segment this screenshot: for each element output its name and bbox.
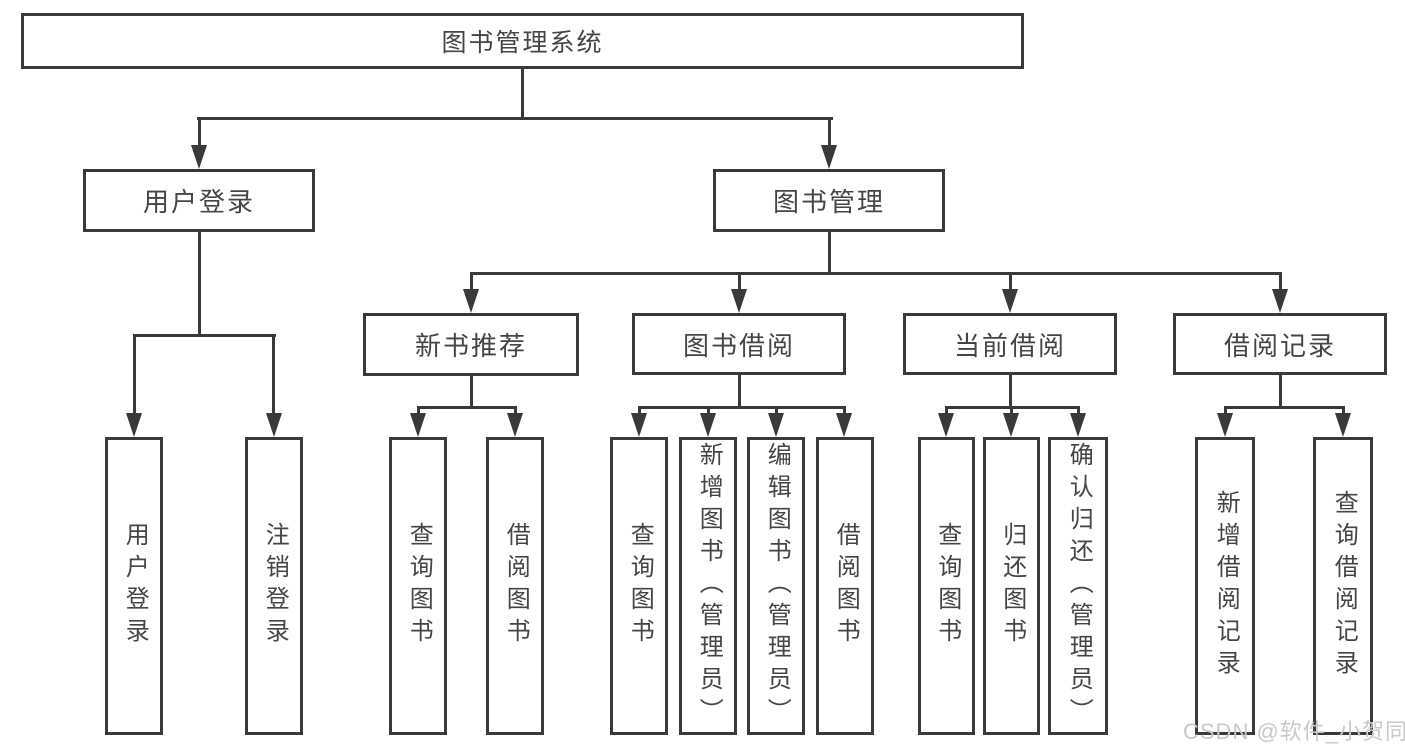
arrow-down-icon bbox=[1217, 413, 1233, 437]
leaf-recommend-borrow-books: 借阅图书 bbox=[486, 437, 544, 735]
connector-borrowing-stem bbox=[738, 375, 741, 409]
node-user-login: 用户登录 bbox=[83, 169, 315, 232]
connector-level2-hbar bbox=[197, 117, 833, 120]
node-book-borrowing: 图书借阅 bbox=[632, 313, 846, 375]
connector-line bbox=[1279, 272, 1282, 292]
arrow-down-icon bbox=[1003, 413, 1019, 437]
connector-line bbox=[707, 406, 710, 418]
connector-line bbox=[133, 334, 136, 416]
arrow-down-icon bbox=[266, 413, 282, 437]
arrow-down-icon bbox=[938, 413, 954, 437]
connector-line bbox=[514, 406, 517, 418]
connector-line bbox=[1077, 406, 1080, 418]
leaf-return-books: 归还图书 bbox=[983, 437, 1040, 735]
node-borrow-records: 借阅记录 bbox=[1173, 313, 1387, 375]
connector-user-login-hbar bbox=[133, 334, 276, 337]
connector-line bbox=[638, 406, 641, 418]
leaf-borrowing-borrow-books-label: 借阅图书 bbox=[832, 522, 860, 650]
node-book-borrowing-label: 图书借阅 bbox=[682, 330, 795, 361]
leaf-query-borrow-record: 查询借阅记录 bbox=[1313, 437, 1373, 735]
leaf-add-books-admin-label: 新增图书（管理员） bbox=[695, 442, 723, 730]
arrow-down-icon bbox=[700, 413, 716, 437]
arrow-down-icon bbox=[821, 145, 837, 169]
connector-line bbox=[1009, 272, 1012, 292]
leaf-query-borrow-record-label: 查询借阅记录 bbox=[1330, 490, 1358, 682]
node-new-book-recommendation: 新书推荐 bbox=[363, 313, 579, 376]
leaf-logout: 注销登录 bbox=[245, 437, 303, 735]
leaf-confirm-return-admin-label: 确认归还（管理员） bbox=[1065, 442, 1093, 730]
leaf-edit-books-admin-label: 编辑图书（管理员） bbox=[763, 442, 791, 730]
connector-line bbox=[1342, 406, 1345, 418]
node-user-login-label: 用户登录 bbox=[142, 187, 255, 217]
leaf-logout-label: 注销登录 bbox=[261, 522, 289, 650]
leaf-current-query-books: 查询图书 bbox=[918, 437, 975, 735]
arrow-down-icon bbox=[1002, 289, 1018, 313]
arrow-down-icon bbox=[768, 413, 784, 437]
arrow-down-icon bbox=[126, 413, 142, 437]
node-root-label: 图书管理系统 bbox=[441, 29, 604, 57]
node-borrow-records-label: 借阅记录 bbox=[1223, 330, 1336, 361]
leaf-borrowing-query-books-label: 查询图书 bbox=[626, 522, 654, 650]
leaf-user-login-label: 用户登录 bbox=[121, 522, 149, 650]
connector-line bbox=[1010, 406, 1013, 418]
leaf-return-books-label: 归还图书 bbox=[998, 522, 1026, 650]
node-root: 图书管理系统 bbox=[21, 13, 1024, 69]
connector-line bbox=[1224, 406, 1227, 418]
leaf-current-query-books-label: 查询图书 bbox=[933, 522, 961, 650]
connector-line bbox=[945, 406, 948, 418]
arrow-down-icon bbox=[1070, 413, 1086, 437]
arrow-down-icon bbox=[191, 145, 207, 169]
leaf-recommend-borrow-books-label: 借阅图书 bbox=[502, 522, 530, 650]
leaf-confirm-return-admin: 确认归还（管理员） bbox=[1048, 437, 1108, 735]
connector-line bbox=[738, 272, 741, 292]
connector-recommendation-hbar bbox=[417, 406, 517, 409]
arrow-down-icon bbox=[731, 289, 747, 313]
arrow-down-icon bbox=[1335, 413, 1351, 437]
leaf-add-borrow-record: 新增借阅记录 bbox=[1195, 437, 1255, 735]
connector-borrowing-hbar bbox=[638, 406, 846, 409]
connector-level3-hbar bbox=[470, 272, 1282, 275]
connector-line bbox=[272, 334, 275, 416]
leaf-recommend-query-books-label: 查询图书 bbox=[405, 522, 433, 650]
arrow-down-icon bbox=[836, 413, 852, 437]
leaf-user-login: 用户登录 bbox=[105, 437, 163, 735]
leaf-edit-books-admin: 编辑图书（管理员） bbox=[747, 437, 805, 735]
connector-line bbox=[828, 117, 831, 148]
leaf-add-borrow-record-label: 新增借阅记录 bbox=[1212, 490, 1240, 682]
connector-user-login-stem bbox=[198, 232, 201, 337]
csdn-watermark: CSDN @软件_小贺同学 bbox=[1183, 719, 1405, 744]
arrow-down-icon bbox=[410, 413, 426, 437]
arrow-down-icon bbox=[631, 413, 647, 437]
connector-line bbox=[198, 117, 201, 148]
leaf-recommend-query-books: 查询图书 bbox=[389, 437, 447, 735]
node-current-borrowing-label: 当前借阅 bbox=[953, 330, 1066, 361]
leaf-borrowing-borrow-books: 借阅图书 bbox=[816, 437, 874, 735]
connector-line bbox=[417, 406, 420, 418]
connector-line bbox=[470, 272, 473, 292]
connector-records-stem bbox=[1279, 375, 1282, 409]
connector-records-hbar bbox=[1224, 406, 1345, 409]
connector-line bbox=[775, 406, 778, 418]
connector-root-stem bbox=[521, 69, 524, 120]
connector-line bbox=[843, 406, 846, 418]
node-book-management-label: 图书管理 bbox=[772, 187, 885, 217]
leaf-borrowing-query-books: 查询图书 bbox=[610, 437, 668, 735]
node-current-borrowing: 当前借阅 bbox=[903, 313, 1117, 375]
leaf-add-books-admin: 新增图书（管理员） bbox=[679, 437, 737, 735]
node-new-book-recommendation-label: 新书推荐 bbox=[414, 331, 527, 361]
connector-book-management-stem bbox=[828, 232, 831, 275]
arrow-down-icon bbox=[507, 413, 523, 437]
connector-current-stem bbox=[1009, 375, 1012, 409]
arrow-down-icon bbox=[463, 289, 479, 313]
node-book-management: 图书管理 bbox=[713, 169, 945, 232]
arrow-down-icon bbox=[1272, 289, 1288, 313]
connector-recommendation-stem bbox=[470, 376, 473, 409]
